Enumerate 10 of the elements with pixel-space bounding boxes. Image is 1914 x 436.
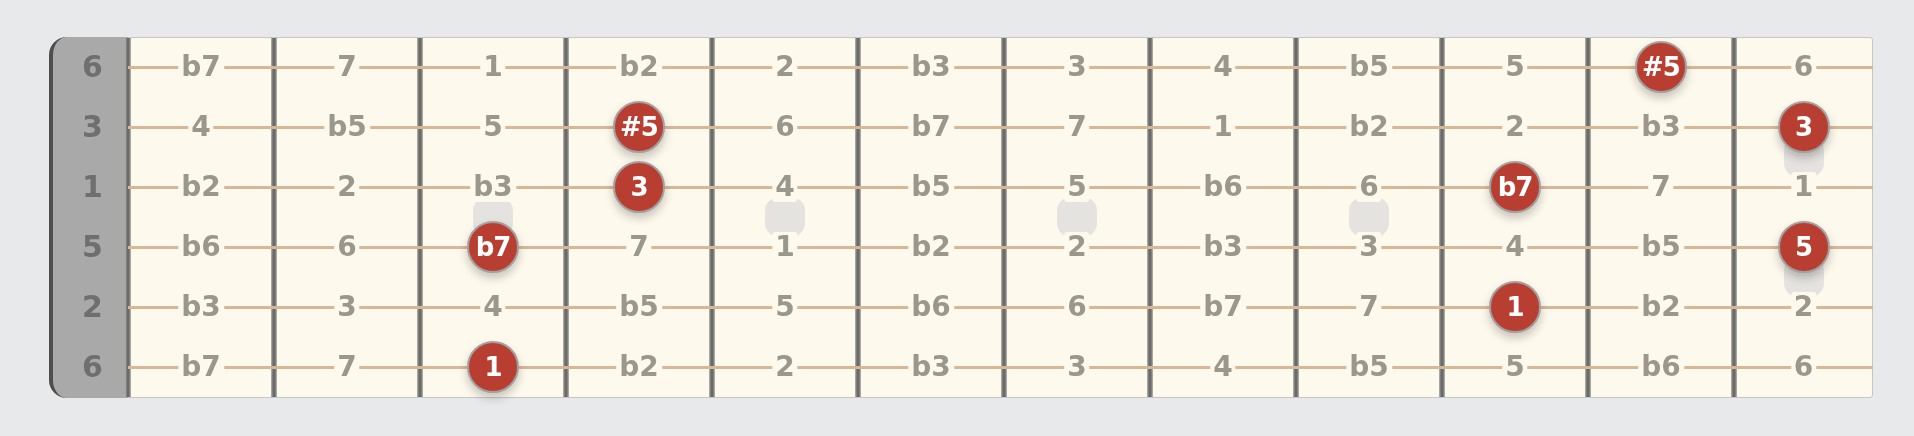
string-label: 6 [82,352,103,382]
interval-label: 5 [1064,172,1090,202]
interval-label: b3 [470,172,516,202]
string-label: 1 [82,172,103,202]
string-label: 3 [82,112,103,142]
interval-label: 6 [1356,172,1382,202]
string-label: 6 [82,52,103,82]
string-label: 2 [82,292,103,322]
string-label: 5 [82,232,103,262]
interval-label: 4 [772,172,798,202]
